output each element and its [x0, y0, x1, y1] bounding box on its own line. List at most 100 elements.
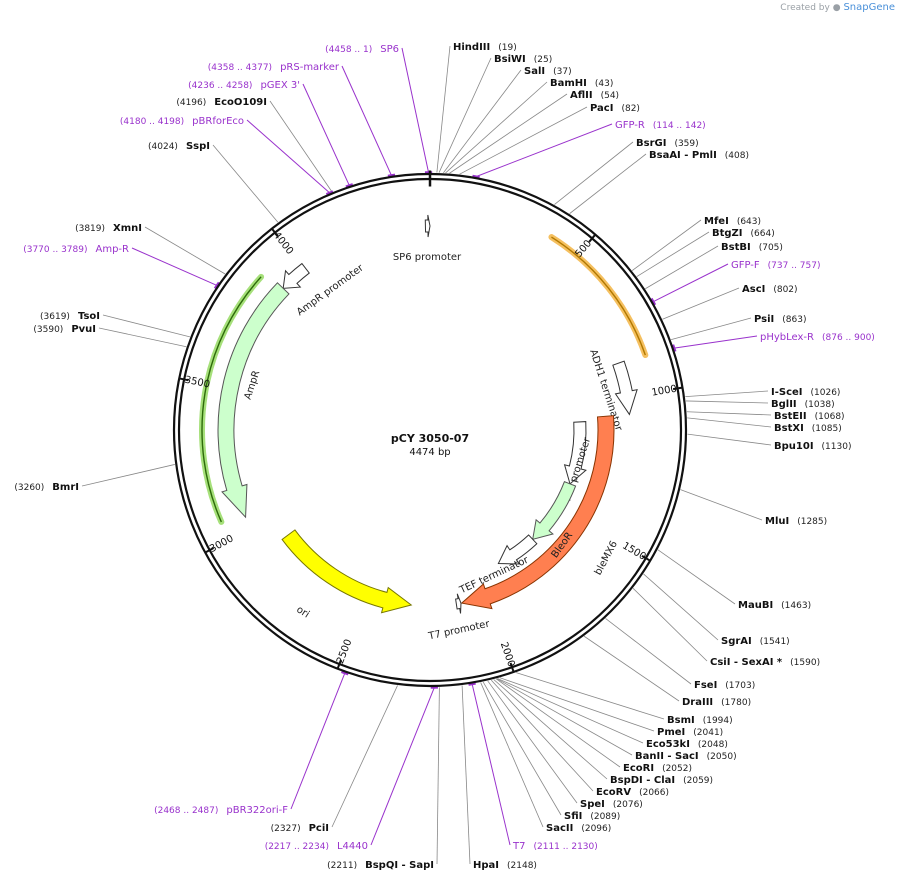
primer-position: (737 .. 757) — [768, 261, 821, 271]
site-leader-line — [493, 679, 608, 780]
site-name[interactable]: MluI — [765, 516, 789, 527]
feature-tef-terminator[interactable] — [497, 534, 538, 565]
site-position: (2327) — [271, 824, 301, 834]
site-position: (2096) — [581, 824, 611, 834]
primer-name[interactable]: pBR322ori-F — [226, 805, 288, 816]
site-name[interactable]: PmeI — [657, 727, 685, 738]
primer-mark — [387, 173, 396, 178]
site-leader-line — [687, 417, 772, 428]
site-name[interactable]: BsaAI - PmlI — [649, 150, 717, 161]
site-name[interactable]: SgrAI — [721, 636, 752, 647]
site-name[interactable]: BsiWI — [494, 54, 526, 65]
site-name[interactable]: BsrGI — [636, 138, 666, 149]
site-name[interactable]: BstBI — [721, 242, 751, 253]
site-name[interactable]: BsmI — [667, 715, 695, 726]
site-leader-line — [480, 682, 544, 828]
primer-position: (4358 .. 4377) — [208, 63, 272, 73]
ruler-tick-label: 2500 — [335, 638, 354, 666]
feature-blemx6[interactable] — [460, 415, 615, 610]
primer-name[interactable]: L4440 — [337, 841, 368, 852]
site-position: (1590) — [790, 658, 820, 668]
site-name[interactable]: SspI — [186, 141, 210, 152]
site-name[interactable]: FseI — [694, 680, 717, 691]
site-name[interactable]: MauBI — [738, 600, 773, 611]
site-name[interactable]: EcoRI — [623, 763, 654, 774]
feature-tef-promoter[interactable] — [563, 421, 587, 485]
feature-ampr[interactable] — [217, 282, 290, 519]
primer-name[interactable]: SP6 — [380, 44, 399, 55]
site-name[interactable]: HindIII — [453, 42, 490, 53]
primer-name[interactable]: T7 — [512, 841, 525, 852]
site-leader-line — [632, 588, 708, 662]
ruler-tick — [509, 662, 515, 673]
site-name[interactable]: SfiI — [564, 811, 582, 822]
feature-ori[interactable] — [281, 529, 413, 614]
site-name[interactable]: SalI — [524, 66, 545, 77]
primer-name[interactable]: pRS-marker — [280, 62, 340, 73]
primer-name[interactable]: Amp-R — [96, 244, 130, 255]
site-name[interactable]: BmrI — [52, 482, 79, 493]
site-name[interactable]: AscI — [742, 284, 765, 295]
site-name[interactable]: BspDI - ClaI — [610, 775, 675, 786]
site-leader-line — [686, 411, 772, 416]
site-name[interactable]: EcoRV — [596, 787, 631, 798]
site-name[interactable]: BanII - SacI — [635, 751, 699, 762]
site-leader-line — [269, 100, 333, 193]
primer-mark — [671, 344, 677, 352]
site-leader-line — [499, 677, 655, 732]
feature-adh1-terminator[interactable] — [612, 360, 638, 416]
site-position: (1780) — [721, 698, 751, 708]
site-leader-line — [459, 106, 588, 175]
site-name[interactable]: MfeI — [704, 216, 729, 227]
site-name[interactable]: PacI — [590, 103, 613, 114]
site-name[interactable]: PsiI — [754, 314, 774, 325]
site-name[interactable]: Bpu10I — [774, 441, 814, 452]
site-name[interactable]: PciI — [309, 823, 329, 834]
site-leader-line — [631, 219, 702, 271]
primer-position: (4236 .. 4258) — [188, 81, 252, 91]
site-leader-line — [605, 618, 692, 685]
site-name[interactable]: BamHI — [550, 78, 587, 89]
site-position: (2089) — [590, 812, 620, 822]
primer-position: (3770 .. 3789) — [23, 245, 87, 255]
primer-mark — [341, 670, 349, 676]
site-name[interactable]: BstXI — [774, 423, 804, 434]
site-name[interactable]: XmnI — [113, 223, 142, 234]
site-name[interactable]: I-SceI — [771, 387, 803, 398]
site-name[interactable]: TsoI — [78, 311, 100, 322]
primer-name[interactable]: pBRforEco — [192, 116, 244, 127]
site-name[interactable]: BstEII — [774, 411, 807, 422]
primer-name[interactable]: pHybLex-R — [760, 332, 814, 343]
feature-ampr-promoter[interactable] — [282, 262, 310, 289]
primer-leader-line — [246, 119, 330, 194]
ruler-tick-label: 3500 — [184, 375, 211, 391]
feature-sp6-promoter[interactable] — [424, 214, 431, 238]
site-name[interactable]: CsiI - SexAI * — [710, 657, 783, 668]
site-name[interactable]: DraIII — [682, 697, 713, 708]
site-position: (1026) — [811, 388, 841, 398]
site-position: (408) — [725, 151, 749, 161]
primer-mark — [325, 190, 334, 196]
site-name[interactable]: BglII — [771, 399, 797, 410]
primer-name[interactable]: GFP-F — [731, 260, 760, 271]
site-name[interactable]: BtgZI — [712, 228, 743, 239]
site-name[interactable]: HpaI — [473, 860, 499, 871]
feature-label: AmpR — [243, 369, 263, 401]
site-position: (37) — [553, 67, 571, 77]
ruler-tick-label: 1500 — [620, 540, 648, 562]
site-name[interactable]: Eco53kI — [646, 739, 690, 750]
site-name[interactable]: BspQI - SapI — [365, 860, 434, 871]
feature-t7-promoter[interactable] — [455, 593, 462, 614]
site-position: (2211) — [327, 861, 357, 871]
site-name[interactable]: SpeI — [580, 799, 605, 810]
site-leader-line — [436, 45, 451, 173]
site-name[interactable]: SacII — [546, 823, 573, 834]
orf-highlight-line — [201, 276, 262, 523]
site-position: (82) — [621, 104, 639, 114]
site-name[interactable]: EcoO109I — [214, 97, 267, 108]
primer-name[interactable]: pGEX 3' — [260, 80, 300, 91]
site-name[interactable]: AflII — [570, 90, 593, 101]
site-name[interactable]: PvuI — [71, 324, 96, 335]
primer-name[interactable]: GFP-R — [615, 120, 645, 131]
